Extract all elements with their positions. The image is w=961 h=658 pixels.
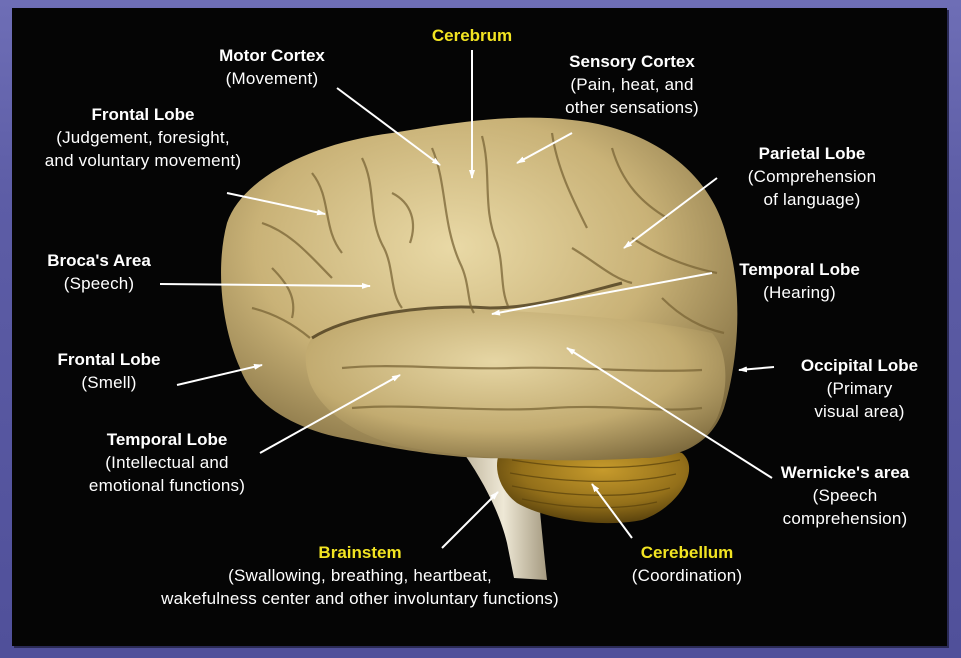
brainstem-label: Brainstem (Swallowing, breathing, heartb… <box>110 541 610 610</box>
brocas-area-title: Broca's Area <box>24 249 174 272</box>
wernickes-area-desc-2: comprehension) <box>750 507 940 530</box>
sensory-cortex-label: Sensory Cortex (Pain, heat, and other se… <box>532 50 732 119</box>
parietal-lobe-label: Parietal Lobe (Comprehension of language… <box>717 142 907 211</box>
occipital-lobe-title: Occipital Lobe <box>772 354 947 377</box>
cerebrum-title: Cerebrum <box>392 24 552 47</box>
frontal-lobe-upper-desc-1: (Judgement, foresight, <box>12 126 274 149</box>
temporal-lobe-left-label: Temporal Lobe (Intellectual and emotiona… <box>67 428 267 497</box>
wernickes-area-desc-1: (Speech <box>750 484 940 507</box>
brocas-area-label: Broca's Area (Speech) <box>24 249 174 295</box>
parietal-lobe-desc-2: of language) <box>717 188 907 211</box>
sensory-cortex-desc-1: (Pain, heat, and <box>532 73 732 96</box>
cerebellum-desc: (Coordination) <box>602 564 772 587</box>
cerebellum-title: Cerebellum <box>602 541 772 564</box>
frontal-lobe-upper-title: Frontal Lobe <box>12 103 274 126</box>
frontal-lobe-lower-label: Frontal Lobe (Smell) <box>34 348 184 394</box>
wernickes-area-label: Wernicke's area (Speech comprehension) <box>750 461 940 530</box>
brainstem-title: Brainstem <box>210 541 510 564</box>
frontal-lobe-lower-desc: (Smell) <box>34 371 184 394</box>
cerebellum-label: Cerebellum (Coordination) <box>602 541 772 587</box>
parietal-lobe-desc-1: (Comprehension <box>717 165 907 188</box>
frontal-lobe-lower-title: Frontal Lobe <box>34 348 184 371</box>
brocas-area-desc: (Speech) <box>24 272 174 295</box>
motor-cortex-title: Motor Cortex <box>187 44 357 67</box>
sensory-cortex-title: Sensory Cortex <box>532 50 732 73</box>
motor-cortex-label: Motor Cortex (Movement) <box>187 44 357 90</box>
sensory-cortex-desc-2: other sensations) <box>532 96 732 119</box>
occipital-lobe-desc-2: visual area) <box>772 400 947 423</box>
frontal-lobe-upper-desc-2: and voluntary movement) <box>12 149 274 172</box>
frontal-lobe-upper-label: Frontal Lobe (Judgement, foresight, and … <box>12 103 274 172</box>
cerebrum-label: Cerebrum <box>392 24 552 47</box>
occipital-lobe-desc-1: (Primary <box>772 377 947 400</box>
temporal-lobe-right-label: Temporal Lobe (Hearing) <box>712 258 887 304</box>
temporal-lobe-right-title: Temporal Lobe <box>712 258 887 281</box>
temporal-lobe-left-title: Temporal Lobe <box>67 428 267 451</box>
brainstem-desc-1: (Swallowing, breathing, heartbeat, <box>110 564 610 587</box>
parietal-lobe-title: Parietal Lobe <box>717 142 907 165</box>
brainstem-desc-2: wakefulness center and other involuntary… <box>110 587 610 610</box>
temporal-lobe-left-desc-1: (Intellectual and <box>67 451 267 474</box>
diagram-panel: Cerebrum Motor Cortex (Movement) Sensory… <box>12 8 947 646</box>
wernickes-area-title: Wernicke's area <box>750 461 940 484</box>
temporal-lobe-left-desc-2: emotional functions) <box>67 474 267 497</box>
occipital-lobe-label: Occipital Lobe (Primary visual area) <box>772 354 947 423</box>
temporal-lobe-right-desc: (Hearing) <box>712 281 887 304</box>
motor-cortex-desc: (Movement) <box>187 67 357 90</box>
